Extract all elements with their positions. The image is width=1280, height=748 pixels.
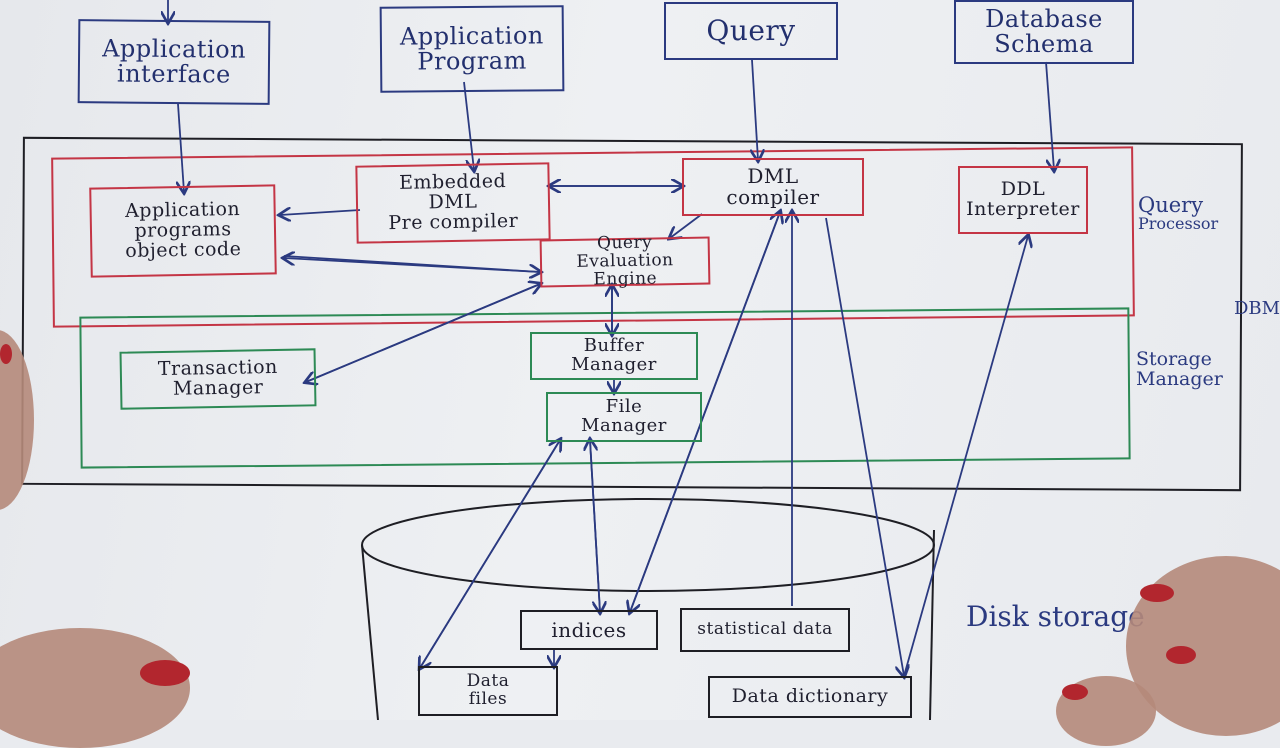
storage-manager-label: Storage Manager xyxy=(1136,348,1223,390)
statistical-data-box: statistical data xyxy=(680,608,850,652)
obj-code-line3: object code xyxy=(125,237,242,262)
query-processor-label: Query Processor xyxy=(1138,194,1218,233)
disk-cylinder xyxy=(361,498,935,720)
db-schema-line1: Database xyxy=(985,4,1103,33)
file-line2: Manager xyxy=(581,415,667,436)
sm-label-line1: Storage xyxy=(1136,348,1212,370)
right-fingernail-3 xyxy=(1062,684,1088,700)
data-files-line1: Data xyxy=(466,671,510,692)
buffer-line1: Buffer xyxy=(583,335,645,357)
data-files-line2: files xyxy=(468,689,508,709)
file-line1: File xyxy=(605,396,643,418)
left-fingernail-bottom xyxy=(140,660,190,686)
ddl-line1: DDL xyxy=(1000,178,1046,201)
db-schema-line2: Schema xyxy=(994,30,1094,58)
data-dictionary-box: Data dictionary xyxy=(708,676,912,718)
indices-box: indices xyxy=(520,610,658,650)
disk-storage-text: Disk storage xyxy=(966,600,1145,633)
query-label: Query xyxy=(706,14,796,48)
indices-label: indices xyxy=(551,617,627,642)
data-dictionary-label: Data dictionary xyxy=(731,685,889,708)
disk-storage-label: Disk storage xyxy=(966,602,1145,631)
statistical-data-label: statistical data xyxy=(697,619,833,640)
buffer-line2: Manager xyxy=(571,354,657,375)
app-program-line2: Program xyxy=(417,46,527,76)
qp-label-line2: Processor xyxy=(1138,214,1219,234)
dml-compiler-line2: compiler xyxy=(726,185,820,209)
qp-label-line1: Query xyxy=(1138,193,1204,217)
app-interface-line2: interface xyxy=(116,59,231,89)
ddl-line2: Interpreter xyxy=(966,198,1080,220)
embedded-dml-line3: Pre compiler xyxy=(388,209,519,235)
qee-line2: Evaluation Engine xyxy=(576,250,674,290)
query-box: Query xyxy=(664,2,838,60)
left-fingernail-top xyxy=(0,344,12,364)
txn-line2: Manager xyxy=(172,376,264,400)
sm-label-line2: Manager xyxy=(1136,367,1223,390)
right-fingernail-1 xyxy=(1140,584,1174,602)
connector-arrows xyxy=(0,0,1280,720)
dml-compiler-line1: DML xyxy=(747,164,799,188)
right-fingernail-2 xyxy=(1166,646,1196,664)
